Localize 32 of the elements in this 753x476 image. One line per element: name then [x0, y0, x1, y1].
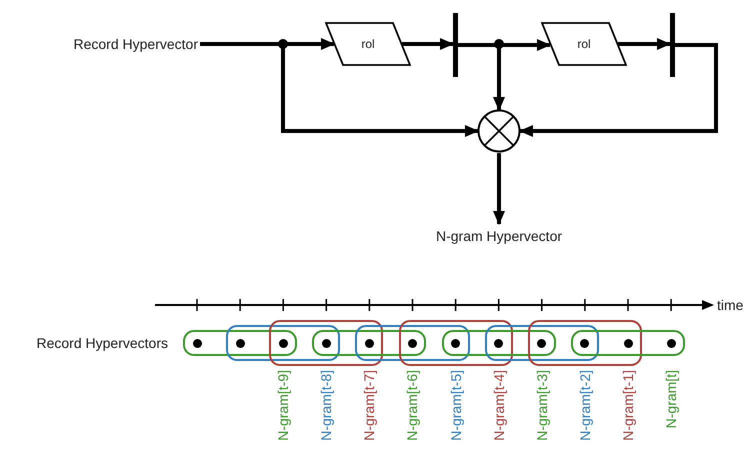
ngram-label: N-gram[t-3]	[534, 370, 550, 441]
input-label: Record Hypervector	[22, 36, 198, 52]
ngram-label: N-gram[t-2]	[576, 370, 593, 441]
data-dot	[494, 338, 504, 348]
register-bar	[670, 13, 675, 77]
block-label: rol	[360, 37, 376, 51]
data-dot	[624, 338, 632, 348]
output-label: N-gram Hypervector	[409, 228, 589, 244]
arrow	[618, 38, 671, 50]
arrow	[519, 43, 718, 137]
ngram-label: N-gram[t-9]	[275, 370, 292, 441]
ngram-label: N-gram[t-4]	[490, 370, 507, 441]
ngram-label: N-gram[t-6]	[404, 370, 420, 441]
data-dot	[236, 338, 245, 348]
row-label: Record Hypervectors	[36, 335, 168, 351]
ngram-label: N-gram[t-1]	[620, 370, 636, 441]
ngram-label: N-gram[t-5]	[448, 370, 464, 441]
data-dot	[322, 338, 331, 348]
data-dot	[537, 338, 546, 348]
ngram-label: N-gram[t]	[663, 370, 680, 428]
arrow	[493, 153, 505, 225]
data-dot	[580, 338, 590, 348]
ngram-label: N-gram[t-8]	[318, 370, 334, 441]
data-dot	[451, 338, 460, 348]
arrow	[402, 38, 454, 50]
ngram-label: N-gram[t-7]	[361, 370, 378, 441]
data-dot	[364, 338, 374, 348]
axis-label: time	[717, 297, 744, 313]
data-dot	[278, 338, 288, 348]
block-label: rol	[576, 37, 592, 51]
data-dot	[408, 338, 417, 348]
register-bar	[453, 13, 458, 77]
